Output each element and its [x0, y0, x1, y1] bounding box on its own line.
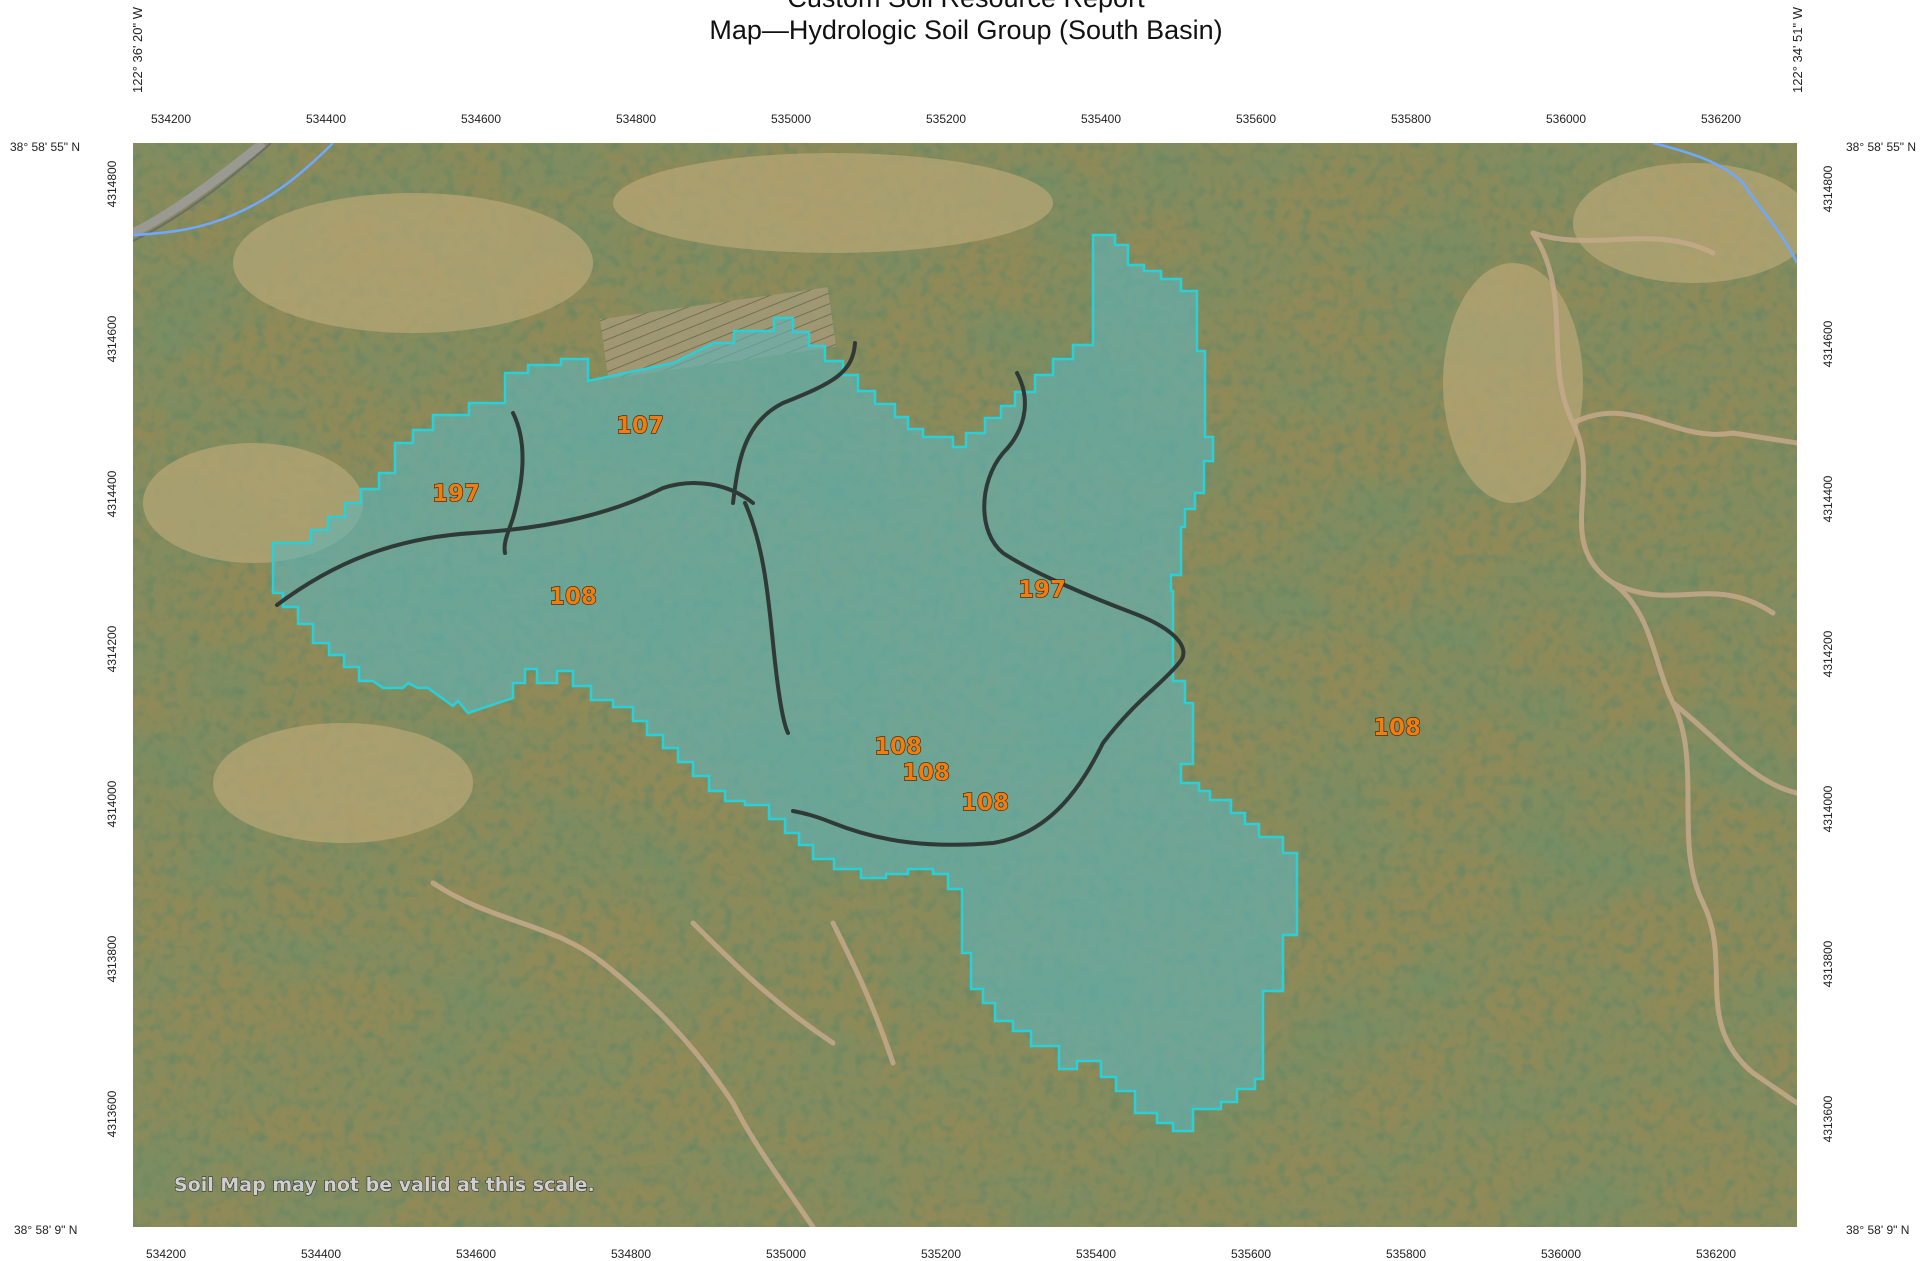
northing-label: 4314400 [1821, 475, 1835, 523]
easting-label: 534400 [300, 1247, 342, 1261]
map-canvas[interactable]: 107 197 108 197 108 108 108 108 Soil Map… [133, 143, 1797, 1227]
northing-label: 4313600 [105, 1090, 119, 1138]
easting-label: 536000 [1545, 112, 1587, 126]
soil-unit-labels: 107 197 108 197 108 108 108 108 [431, 412, 1421, 816]
northing-label: 4314600 [1821, 320, 1835, 368]
northing-label: 4314800 [1821, 165, 1835, 213]
longitude-right-label: 122° 34' 51" W [1790, 6, 1805, 93]
northing-label: 4314000 [1821, 785, 1835, 833]
scale-warning: Soil Map may not be valid at this scale. [174, 1174, 595, 1196]
northing-label: 4314000 [105, 780, 119, 828]
easting-label: 535600 [1230, 1247, 1272, 1261]
latitude-bottom-left-label: 38° 58' 9" N [14, 1223, 78, 1237]
easting-label: 534600 [460, 112, 502, 126]
easting-label: 535200 [925, 112, 967, 126]
easting-label: 534800 [615, 112, 657, 126]
dirt-roads [430, 230, 1797, 1227]
highway [133, 143, 266, 238]
easting-label: 534200 [150, 112, 192, 126]
map-unit-label: 108 [874, 734, 922, 760]
area-of-interest-polygon[interactable] [271, 233, 1299, 1133]
easting-label: 534800 [610, 1247, 652, 1261]
northing-label: 4314200 [1821, 630, 1835, 678]
easting-label: 535600 [1235, 112, 1277, 126]
latitude-bottom-right-label: 38° 58' 9" N [1846, 1223, 1910, 1237]
easting-label: 534600 [455, 1247, 497, 1261]
northing-label: 4313600 [1821, 1095, 1835, 1143]
latitude-top-left-label: 38° 58' 55" N [10, 140, 81, 154]
northing-label: 4314800 [105, 160, 119, 208]
easting-label: 535000 [765, 1247, 807, 1261]
easting-label: 535400 [1080, 112, 1122, 126]
longitude-left-label: 122° 36' 20" W [130, 6, 145, 93]
easting-label: 535800 [1385, 1247, 1427, 1261]
map-unit-label: 108 [549, 584, 597, 610]
easting-label: 535400 [1075, 1247, 1117, 1261]
easting-label: 536200 [1695, 1247, 1737, 1261]
streams [133, 143, 1797, 264]
northing-label: 4314400 [105, 470, 119, 518]
easting-label: 536000 [1540, 1247, 1582, 1261]
northing-label: 4313800 [1821, 940, 1835, 988]
northing-label: 4313800 [105, 935, 119, 983]
easting-label: 534400 [305, 112, 347, 126]
map-unit-label: 107 [616, 413, 664, 439]
map-title: Map—Hydrologic Soil Group (South Basin) [709, 15, 1223, 45]
latitude-top-right-label: 38° 58' 55" N [1846, 140, 1917, 154]
easting-label: 534200 [145, 1247, 187, 1261]
soil-unit-boundaries [275, 341, 1186, 847]
aerial-map[interactable]: 107 197 108 197 108 108 108 108 Soil Map… [133, 143, 1797, 1227]
map-unit-label: 197 [1018, 577, 1066, 603]
northing-label: 4314200 [105, 625, 119, 673]
dry-grass-patches [143, 153, 1797, 843]
map-unit-label: 108 [961, 790, 1009, 816]
easting-label: 535200 [920, 1247, 962, 1261]
vineyard-rows [599, 287, 837, 379]
map-unit-label: 108 [902, 760, 950, 786]
easting-label: 535800 [1390, 112, 1432, 126]
map-unit-label: 197 [432, 481, 480, 507]
map-unit-label: 108 [1373, 715, 1421, 741]
easting-label: 536200 [1700, 112, 1742, 126]
northing-label: 4314600 [105, 315, 119, 363]
easting-label: 535000 [770, 112, 812, 126]
report-title: Custom Soil Resource Report [0, 0, 1932, 14]
